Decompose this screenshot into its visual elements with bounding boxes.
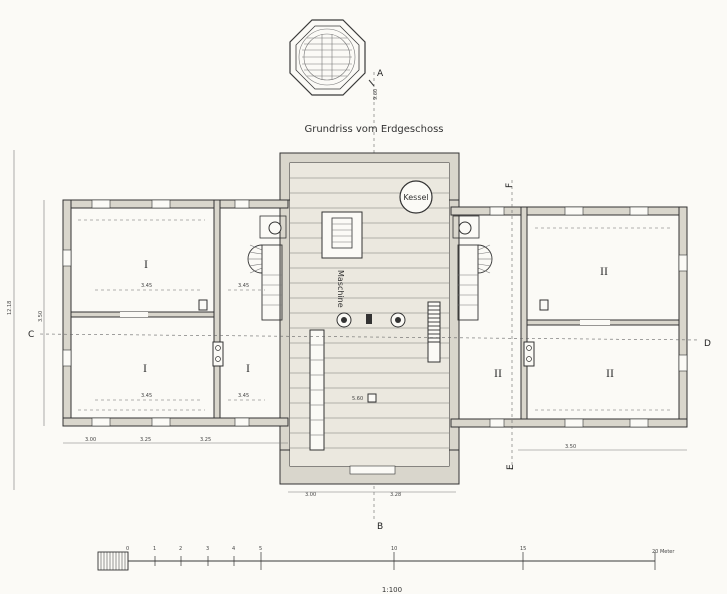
section-marker-a: A [377,69,384,79]
dim-left-bottom-1: 3.00 [85,437,96,443]
room-left-small: I [246,361,250,375]
left-stair [247,215,287,321]
right-stair [452,215,493,321]
boiler-symbol [399,180,433,214]
room-right-bottom-a: II [494,366,502,380]
right-stove [523,341,535,367]
machine-label: Maschine [336,270,345,308]
central-hall: Kessel Maschine 9.60 5.60 3.00 3.28 [279,89,460,498]
room-left-bottom: I [143,361,147,375]
dim-left-bottom-2: 3.25 [140,437,151,443]
hall-stair-right [427,301,441,363]
room-right-top: II [600,264,608,278]
scale-ratio: 1:100 [382,586,402,594]
scale-tick-3: 3 [206,546,209,552]
dim-hall-bottom-1: 3.00 [305,492,316,498]
right-wing: II II II 3.50 [450,206,688,451]
scale-tick-1: 1 [153,546,156,552]
dim-overall-height: 12.18 [7,301,13,315]
left-stove [212,341,224,367]
room-right-bottom-b: II [606,366,614,380]
scale-tick-2: 2 [179,546,182,552]
dim-left-2: 3.45 [141,393,152,399]
scale-tick-4: 4 [232,546,235,552]
room-left-top: I [144,257,148,271]
dim-hall-bottom-2: 3.28 [390,492,401,498]
tank-label: Kessel [403,193,428,202]
scale-bar: 0 1 2 3 4 5 10 15 20 Meter 1:100 [97,546,675,594]
dim-hall-mid: 5.60 [352,396,363,402]
section-marker-c: C [28,330,34,340]
dim-right-bottom: 3.50 [565,444,576,450]
section-marker-b: B [377,522,383,532]
dim-left-1: 3.45 [141,283,152,289]
section-marker-f: F [505,183,515,188]
section-line-ef: F E [505,180,516,470]
dim-c-depth: 3.50 [38,311,44,322]
section-line-cd: C D [28,330,711,349]
section-marker-e: E [506,464,516,470]
scale-tick-0: 0 [126,546,129,552]
scale-tick-15: 15 [520,546,526,552]
dim-left-4: 3.45 [238,393,249,399]
section-marker-d: D [704,339,711,349]
dim-left-3: 3.45 [238,283,249,289]
plan-title: Grundriss vom Erdgeschoss [304,124,443,135]
scale-tick-5: 5 [259,546,262,552]
dim-hall-top: 9.60 [373,89,379,100]
machine-base [321,211,363,259]
dim-left-bottom-3: 3.25 [200,437,211,443]
left-wing: I I I 3.45 3.45 3.45 3.45 3.00 3.25 3.25… [7,150,289,490]
tank-plan [289,19,366,96]
scale-tick-10: 10 [391,546,397,552]
scale-tick-20: 20 Meter [652,549,675,555]
